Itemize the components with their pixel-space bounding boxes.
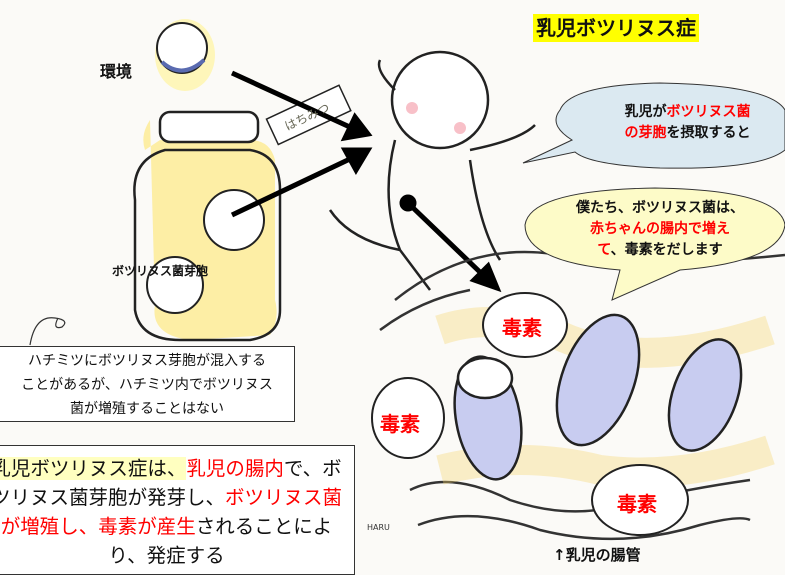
arrows [230, 70, 502, 293]
intestine-label: ↑乳児の腸管 [553, 546, 641, 564]
blue-bubble-text: 乳児がボツリヌス菌 の芽胞を摂取すると [600, 102, 775, 144]
text-red: ボツリヌス菌 [666, 104, 751, 120]
toxin-label: 毒素 [617, 492, 657, 516]
note-line: ことがあるが、ハチミツ内でボツリヌス [21, 377, 273, 393]
toxin-label: 毒素 [502, 316, 542, 340]
text: 僕たち、ボツリヌス菌は、 [576, 200, 744, 216]
environment-label: 環境 [100, 62, 133, 81]
illustration [29, 19, 785, 541]
note-line: ハチミツにボツリヌス芽胞が混入する [28, 353, 266, 369]
honey-jar [133, 84, 352, 342]
text: を摂取すると [666, 125, 751, 141]
honey-note-box: ハチミツにボツリヌス芽胞が混入する ことがあるが、ハチミツ内でボツリヌス 菌が増… [0, 346, 295, 422]
summary-highlight: 乳児ボツリヌス症は、 [0, 457, 187, 480]
spore-label: ボツリヌス菌芽胞 [112, 264, 209, 278]
toxin-label: 毒素 [380, 412, 420, 436]
text: 、毒素をだします [610, 242, 723, 258]
signature: HARU [367, 523, 390, 532]
note-line: 菌が増殖することはない [70, 401, 224, 417]
summary-red: 乳児の腸内 [186, 457, 284, 480]
yellow-bubble-text: 僕たち、ボツリヌス菌は、 赤ちゃんの腸内で増え て、毒素をだします [555, 198, 765, 261]
bacteria [453, 313, 743, 481]
summary-box: 乳児ボツリヌス症は、乳児の腸内で、ボツリヌス菌芽胞が発芽し、ボツリヌス菌が増殖し… [0, 445, 355, 575]
environment-spore [155, 19, 215, 91]
speech-bubble-yellow [524, 187, 785, 301]
baby [328, 50, 536, 291]
text-red: て [597, 242, 611, 258]
text: 乳児が [624, 104, 667, 120]
text-red: の芽胞 [624, 125, 667, 141]
pointer-squiggle [29, 317, 66, 346]
text-red: 赤ちゃんの腸内で増え [590, 221, 730, 237]
summary-red: ボツリヌス菌が増殖し、毒素が産生 [0, 486, 343, 538]
page-title: 乳児ボツリヌス症 [533, 14, 699, 42]
toxin-clouds [371, 292, 689, 536]
speech-bubble-blue [522, 82, 785, 169]
summary-text: で、ボツリヌス菌芽胞が発芽し、 [0, 457, 342, 509]
